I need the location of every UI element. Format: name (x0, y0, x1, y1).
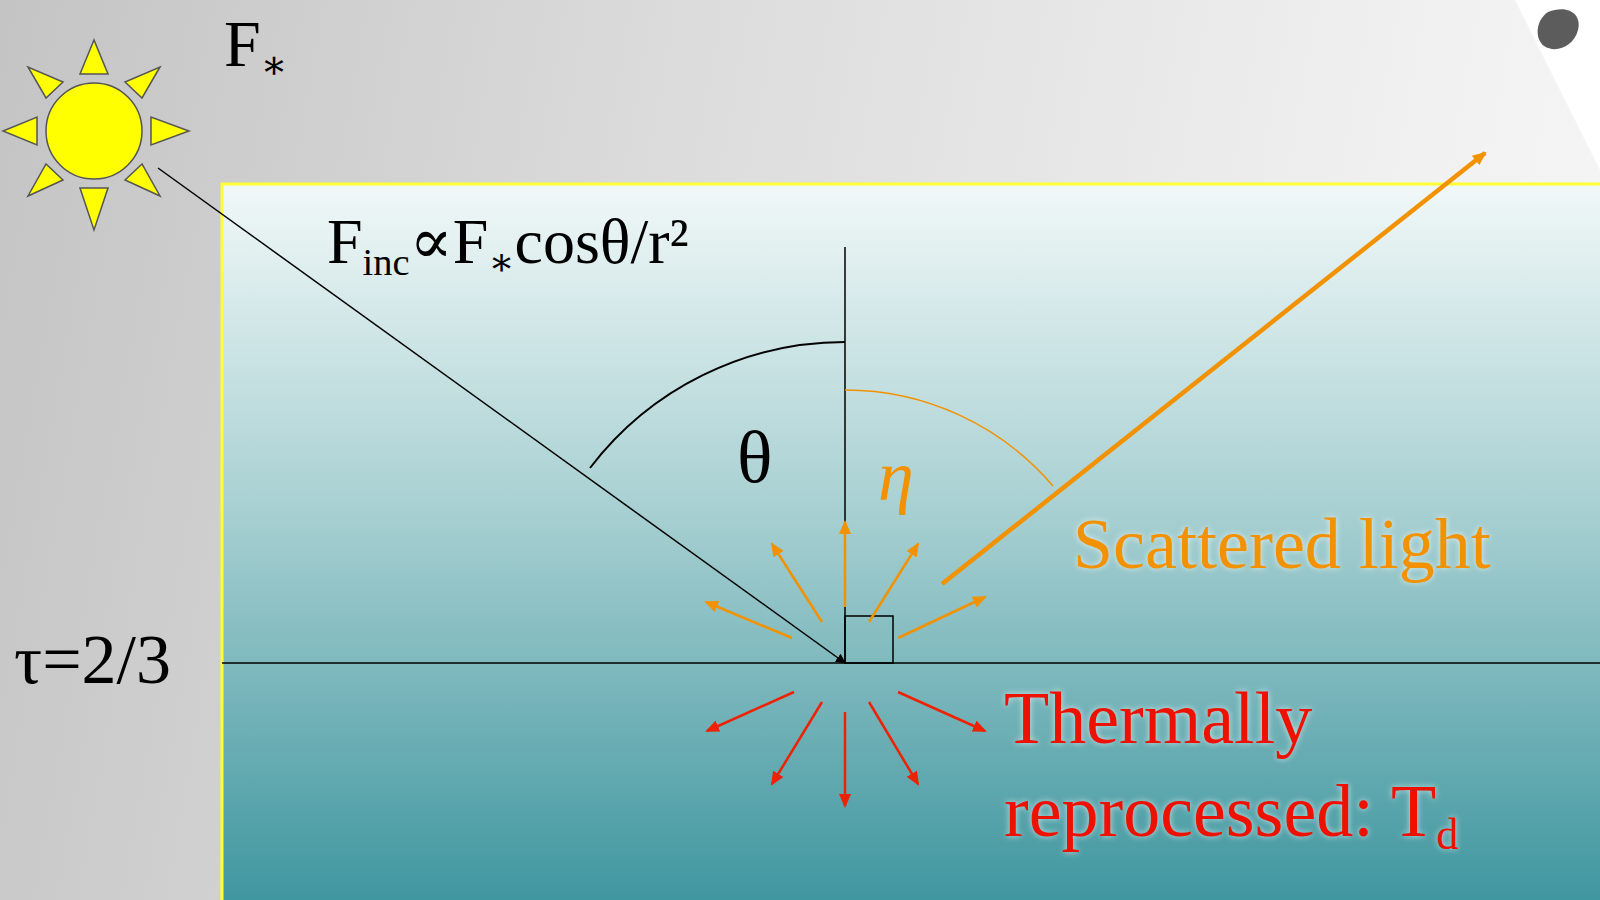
disk-panel (222, 184, 1600, 900)
scattered-light-label: Scattered light (1073, 503, 1491, 586)
sun-symbol (3, 40, 189, 230)
incident-ray (158, 168, 845, 663)
angle-label: θ (737, 415, 772, 500)
thermal-label: Thermally reprocessed: Td (1004, 672, 1594, 857)
angle-label: η (878, 435, 914, 518)
incident-flux-formula: Finc∝F∗cosθ/r² (327, 205, 689, 279)
tau-surface-line (222, 662, 1600, 664)
corner-panel (1515, 0, 1600, 170)
eta-arc (845, 390, 1053, 486)
right-angle-mark (845, 616, 893, 663)
theta-arc (590, 342, 845, 468)
thermal-arrows (707, 692, 985, 806)
star-flux-label: F∗ (224, 6, 288, 82)
scatter-arrows (706, 522, 985, 638)
normal-line (844, 247, 846, 663)
optical-depth-label: τ=2/3 (14, 620, 171, 701)
corner-logo (1538, 9, 1579, 49)
